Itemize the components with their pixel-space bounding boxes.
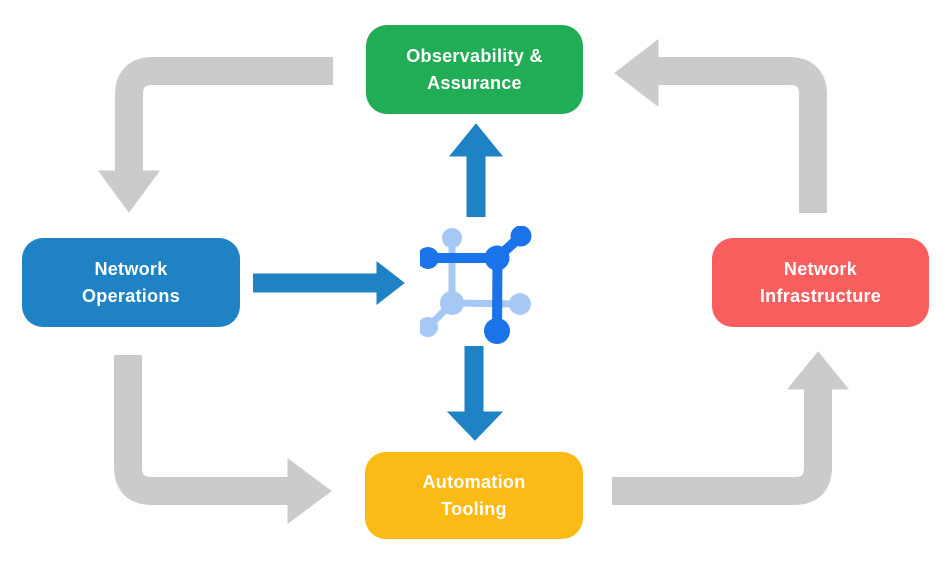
node-automation-tooling: Automation Tooling — [365, 452, 583, 539]
network-core-icon — [420, 226, 532, 344]
network-core-icon-light-branch — [420, 228, 531, 337]
arrow-infrastructure-to-observability-icon — [614, 38, 827, 213]
node-automation-tooling-label: Automation Tooling — [422, 471, 526, 519]
node-observability-assurance: Observability & Assurance — [366, 25, 583, 114]
arrow-automation-to-infrastructure-icon — [612, 351, 850, 505]
arrow-operations-to-core-icon — [253, 260, 405, 306]
node-network-infrastructure: Network Infrastructure — [712, 238, 929, 327]
arrow-operations-to-automation-icon — [114, 355, 332, 524]
node-network-infrastructure-label: Network Infrastructure — [759, 258, 882, 306]
arrow-core-to-observability-icon — [448, 123, 504, 217]
node-network-operations-label: Network Operations — [81, 258, 181, 306]
node-observability-assurance-label: Observability & Assurance — [406, 45, 543, 93]
network-core-icon-dark-branch — [420, 226, 532, 344]
arrow-observability-to-operations-icon — [98, 57, 333, 213]
arrow-core-to-automation-icon — [446, 346, 504, 441]
node-network-operations: Network Operations — [22, 238, 240, 327]
